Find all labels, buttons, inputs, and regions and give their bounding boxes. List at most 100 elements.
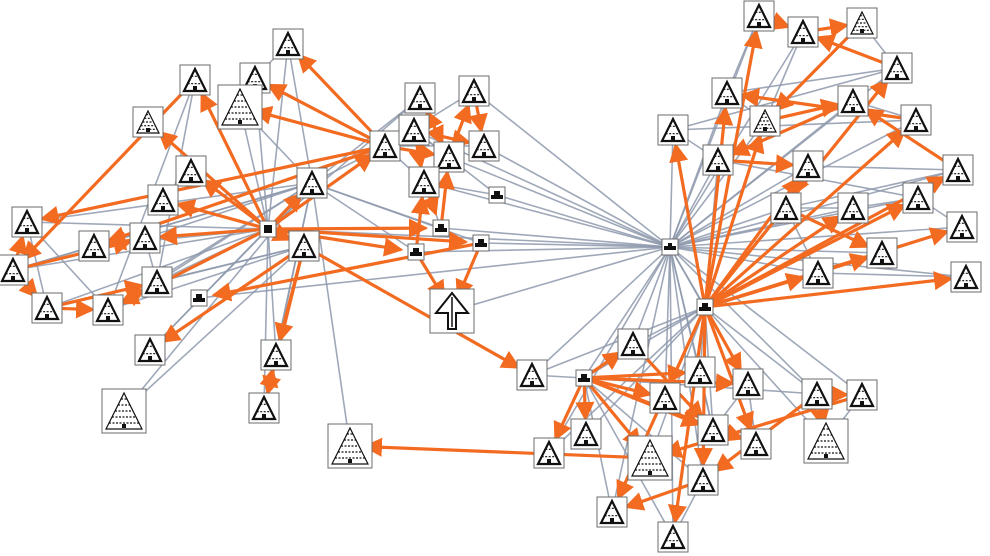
- edge-line: [156, 245, 305, 283]
- node-n-mid-5: [432, 219, 450, 237]
- node-n-left-5: [11, 206, 43, 238]
- node-n-c-16: [596, 496, 628, 528]
- node-n-left-6: [78, 230, 110, 262]
- directed-arrow: [712, 271, 954, 308]
- node-n-r-7: [837, 85, 869, 117]
- directed-arrow: [710, 215, 843, 304]
- node-n-c-8: [533, 437, 565, 469]
- edge-line: [669, 207, 787, 248]
- node-n-left-11: [141, 266, 173, 298]
- node-n-left-4: [147, 184, 179, 216]
- node-n-c-1: [516, 359, 548, 391]
- edge-line: [483, 145, 671, 248]
- node-n-top-6: [468, 130, 500, 162]
- node-n-r-6: [749, 105, 781, 137]
- edge-line: [451, 246, 671, 312]
- edge-line: [669, 246, 863, 396]
- node-n-c-6: [627, 435, 673, 481]
- directed-arrow: [712, 273, 806, 307]
- directed-arrow: [711, 203, 907, 305]
- directed-arrow: [201, 178, 263, 226]
- node-n-mid-1: [296, 167, 328, 199]
- directed-arrow: [362, 437, 643, 460]
- node-n-r-14: [837, 192, 869, 224]
- directed-arrow: [553, 384, 582, 442]
- node-n-c-13: [846, 379, 878, 411]
- node-n-r-10: [702, 144, 734, 176]
- node-n-r-8: [900, 104, 932, 136]
- directed-arrow: [39, 146, 378, 225]
- edge-line: [267, 43, 289, 230]
- node-n-top-1: [272, 28, 304, 60]
- node-n-c-15: [687, 464, 719, 496]
- edge-line: [287, 43, 313, 184]
- edge-line: [669, 246, 883, 254]
- node-n-mid-10: [429, 288, 475, 334]
- directed-arrow: [591, 364, 688, 384]
- directed-arrow: [575, 385, 595, 422]
- directed-arrow: [814, 34, 891, 67]
- node-n-c-3: [617, 328, 649, 360]
- edge-line: [669, 100, 854, 248]
- edge-line: [585, 306, 706, 435]
- node-n-bot-4: [248, 392, 280, 424]
- directed-arrow: [272, 192, 304, 225]
- edge-line: [496, 194, 671, 248]
- edge-line: [704, 306, 818, 395]
- edge-line: [440, 227, 671, 248]
- node-n-r-13: [770, 192, 802, 224]
- node-n-r-17: [866, 237, 898, 269]
- directed-arrow: [175, 199, 261, 229]
- edge-line: [448, 156, 671, 248]
- edge-line: [632, 246, 671, 345]
- node-n-top-3: [217, 84, 263, 130]
- node-n-top-5: [458, 75, 490, 107]
- directed-arrow: [160, 249, 299, 343]
- directed-arrow: [707, 313, 742, 373]
- node-n-r-9: [657, 114, 689, 146]
- node-n-c-2: [575, 369, 593, 387]
- directed-arrow: [729, 103, 847, 156]
- edge-line: [669, 226, 963, 248]
- node-n-c-17: [657, 521, 689, 553]
- node-n-bot-2: [327, 423, 373, 469]
- node-n-c-7: [570, 418, 602, 450]
- directed-arrow: [200, 91, 266, 223]
- node-n-r-4: [881, 52, 913, 84]
- directed-arrow: [774, 27, 858, 112]
- node-n-c-5: [684, 356, 716, 388]
- node-n-r-3: [846, 7, 878, 39]
- node-n-left-8: [0, 254, 29, 286]
- edge-line: [311, 182, 351, 447]
- edge-line: [807, 165, 959, 171]
- directed-arrow: [725, 154, 796, 174]
- node-n-c-14: [803, 418, 849, 464]
- directed-arrow: [296, 53, 381, 142]
- edge-line: [311, 182, 417, 253]
- edge-line: [480, 242, 671, 248]
- edge-line: [548, 246, 671, 454]
- edge-line: [267, 228, 277, 356]
- directed-arrow: [792, 210, 871, 249]
- node-n-mid-6: [407, 243, 425, 261]
- node-n-bot-5: [101, 388, 147, 434]
- directed-arrow: [252, 106, 378, 146]
- directed-arrow: [706, 313, 754, 433]
- edge-line: [123, 245, 305, 412]
- node-n-mid-11: [488, 186, 506, 204]
- node-n-r-18: [802, 257, 834, 289]
- directed-arrow: [589, 351, 623, 375]
- node-hub-left: [259, 220, 277, 238]
- edge-line: [583, 246, 671, 379]
- node-n-c-4: [649, 382, 681, 414]
- node-n-r-2: [787, 16, 819, 48]
- edge-line: [669, 129, 674, 248]
- node-n-left-7: [129, 222, 161, 254]
- edge-line: [415, 246, 671, 253]
- node-n-c-12: [801, 378, 833, 410]
- edge-line: [669, 246, 818, 395]
- edge-line: [198, 246, 671, 299]
- node-hub-right: [696, 298, 714, 316]
